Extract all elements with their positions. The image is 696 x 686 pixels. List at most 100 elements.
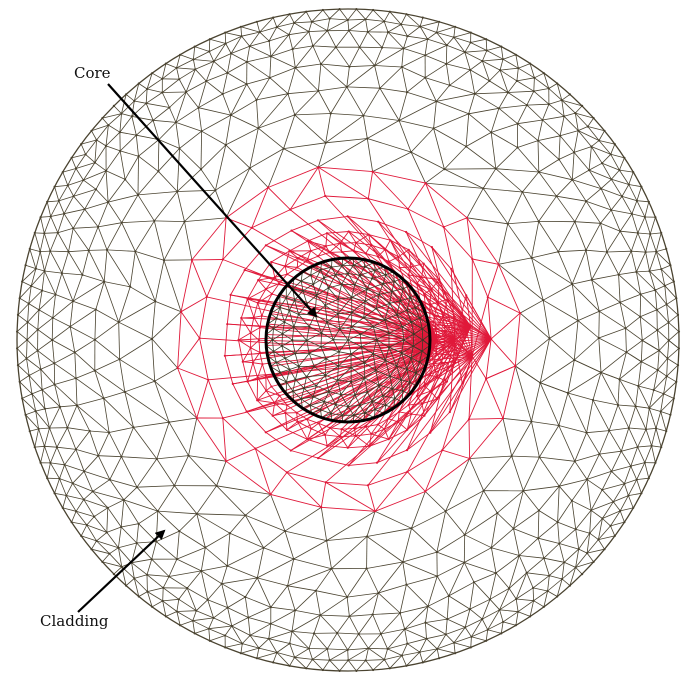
- mesh-edge: [644, 216, 651, 235]
- mesh-edge: [208, 625, 232, 630]
- mesh-edge: [52, 300, 74, 319]
- mesh-edge: [312, 659, 324, 671]
- mesh-edge: [668, 314, 679, 323]
- mesh-edge: [574, 201, 587, 222]
- mesh-edge: [308, 30, 328, 32]
- mesh-edge: [489, 599, 500, 611]
- mesh-edge: [636, 186, 642, 201]
- mesh-edge: [206, 72, 228, 82]
- mesh-edge: [489, 69, 501, 82]
- mesh-edge: [227, 61, 248, 74]
- mesh-edge: [109, 427, 134, 433]
- mesh-edge: [91, 548, 110, 555]
- mesh-edge: [361, 346, 365, 363]
- mesh-edge: [152, 107, 170, 121]
- mesh-edge: [517, 611, 531, 617]
- mesh-edge: [158, 122, 177, 140]
- mesh-edge: [651, 445, 656, 463]
- mesh-edge: [62, 168, 77, 173]
- mesh-edge: [193, 46, 196, 60]
- mesh-edge: [95, 281, 105, 310]
- mesh-edge: [307, 240, 312, 251]
- mesh-edge: [316, 287, 329, 296]
- mesh-edge: [435, 85, 450, 102]
- mesh-edge: [339, 328, 349, 341]
- mesh-edge: [326, 231, 349, 234]
- mesh-edge: [106, 249, 136, 252]
- mesh-edge: [151, 72, 163, 80]
- mesh-edge: [205, 61, 215, 82]
- mesh-edge: [291, 230, 492, 340]
- mesh-edge: [162, 91, 187, 93]
- mesh-edge: [374, 65, 381, 89]
- mesh-edge: [585, 200, 601, 224]
- mesh-edge: [656, 304, 667, 311]
- mesh-edge: [419, 318, 423, 329]
- mesh-edge: [341, 428, 356, 437]
- mesh-edge: [612, 483, 625, 503]
- mesh-edge: [196, 513, 246, 516]
- mesh-edge: [543, 73, 550, 89]
- mesh-edge: [571, 284, 579, 321]
- mesh-edge: [326, 510, 376, 541]
- mesh-edge: [359, 266, 366, 276]
- mesh-edge: [227, 607, 249, 618]
- mesh-edge: [608, 430, 622, 452]
- mesh-edge: [591, 251, 608, 280]
- mesh-edge: [427, 595, 449, 607]
- mesh-edge: [195, 61, 214, 70]
- mesh-edge: [213, 61, 228, 74]
- mesh-edge: [298, 366, 307, 377]
- mesh-edge: [592, 372, 602, 401]
- mesh-edge: [336, 616, 350, 634]
- mesh-edge: [425, 618, 448, 623]
- mesh-edge: [382, 283, 393, 292]
- mesh-edge: [312, 648, 328, 660]
- mesh-edge: [453, 36, 471, 43]
- mesh-edge: [372, 592, 379, 615]
- mesh-edge: [222, 355, 473, 419]
- mesh-edge: [70, 326, 96, 341]
- mesh-edge: [648, 408, 657, 429]
- mesh-edge: [349, 614, 373, 617]
- mesh-edge: [408, 249, 412, 268]
- mesh-edge: [340, 381, 352, 395]
- mesh-edge: [31, 285, 43, 291]
- mesh-edge: [668, 340, 680, 349]
- mesh-edge: [73, 179, 84, 197]
- mesh-edge: [241, 31, 260, 37]
- mesh-edge: [52, 294, 56, 318]
- mesh-edge: [449, 383, 463, 413]
- mesh-edge: [369, 326, 471, 447]
- mesh-edge: [532, 587, 534, 601]
- mesh-edge: [585, 223, 601, 251]
- mesh-edge: [511, 421, 532, 457]
- mesh-edge: [154, 381, 170, 423]
- mesh-edge: [422, 648, 438, 663]
- mesh-edge: [328, 287, 339, 300]
- mesh-edge: [249, 623, 271, 636]
- mesh-edge: [558, 425, 576, 462]
- mesh-edge: [44, 446, 51, 464]
- mesh-edge: [285, 297, 290, 311]
- mesh-edge: [364, 353, 374, 363]
- mesh-edge: [354, 377, 365, 396]
- mesh-edge: [37, 329, 53, 341]
- mesh-edge: [52, 317, 71, 327]
- mesh-edge: [469, 60, 483, 71]
- mesh-edge: [108, 432, 122, 457]
- mesh-edge: [645, 428, 657, 430]
- mesh-edge: [109, 479, 125, 501]
- mesh-edge: [413, 328, 423, 335]
- mesh-edge: [206, 259, 224, 298]
- mesh-edge: [208, 39, 211, 52]
- mesh-edge: [145, 88, 148, 104]
- mesh-edge: [499, 609, 519, 613]
- mesh-edge: [427, 605, 448, 620]
- mesh-edge: [410, 151, 445, 170]
- mesh-edge: [63, 213, 74, 229]
- mesh-edge: [365, 424, 379, 428]
- mesh-edge: [259, 31, 270, 42]
- mesh-edge: [611, 465, 631, 472]
- mesh-edge: [146, 73, 153, 90]
